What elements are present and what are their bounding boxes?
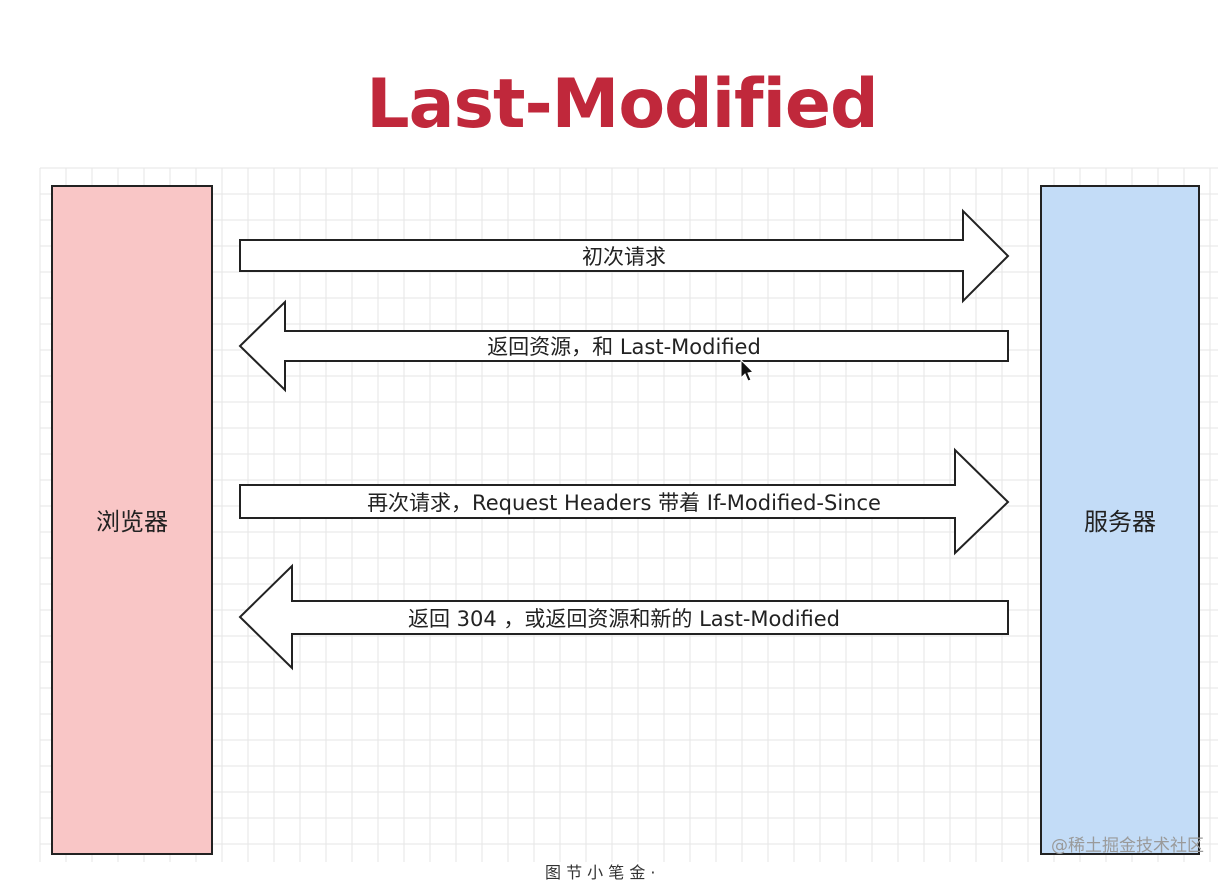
return-resource-label: 返回资源，和 Last-Modified	[487, 335, 761, 359]
server-box	[1040, 185, 1200, 855]
watermark-text: @稀土掘金技术社区	[1051, 836, 1204, 856]
return-304-arrow	[238, 563, 1009, 671]
initial-request-label: 初次请求	[582, 245, 666, 269]
bottom-caption-fragment: 图 节 小 笔 金 ·	[545, 863, 656, 880]
diagram-title: Last-Modified	[366, 65, 877, 144]
conditional-request-label: 再次请求，Request Headers 带着 If-Modified-Sinc…	[367, 491, 881, 515]
server-label: 服务器	[1084, 508, 1156, 536]
mouse-cursor-icon	[740, 358, 755, 382]
browser-box	[51, 185, 213, 855]
initial-request-arrow	[239, 208, 1010, 304]
conditional-request-arrow	[239, 447, 1010, 556]
return-304-label: 返回 304 ，或返回资源和新的 Last-Modified	[408, 607, 840, 631]
browser-label: 浏览器	[96, 508, 168, 536]
return-resource-arrow	[238, 299, 1009, 393]
